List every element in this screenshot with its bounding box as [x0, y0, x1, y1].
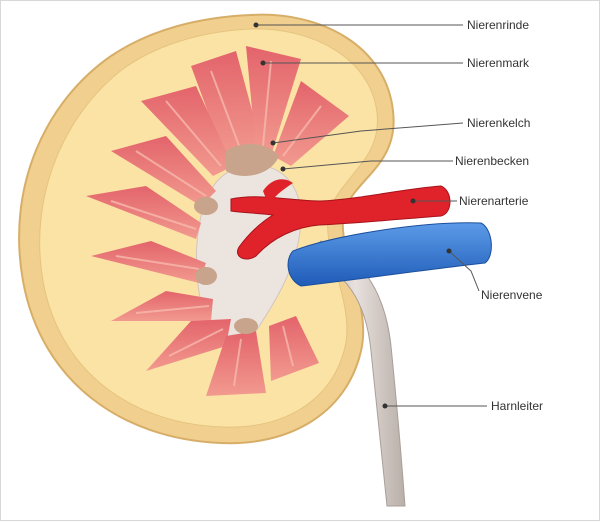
label-nierenbecken: Nierenbecken — [455, 154, 529, 168]
label-nierenmark: Nierenmark — [467, 56, 530, 70]
label-harnleiter: Harnleiter — [491, 399, 543, 413]
label-nierenkelch: Nierenkelch — [467, 116, 530, 130]
label-nierenvene: Nierenvene — [481, 288, 543, 302]
label-nierenrinde: Nierenrinde — [467, 18, 529, 32]
label-nierenarterie: Nierenarterie — [459, 194, 529, 208]
